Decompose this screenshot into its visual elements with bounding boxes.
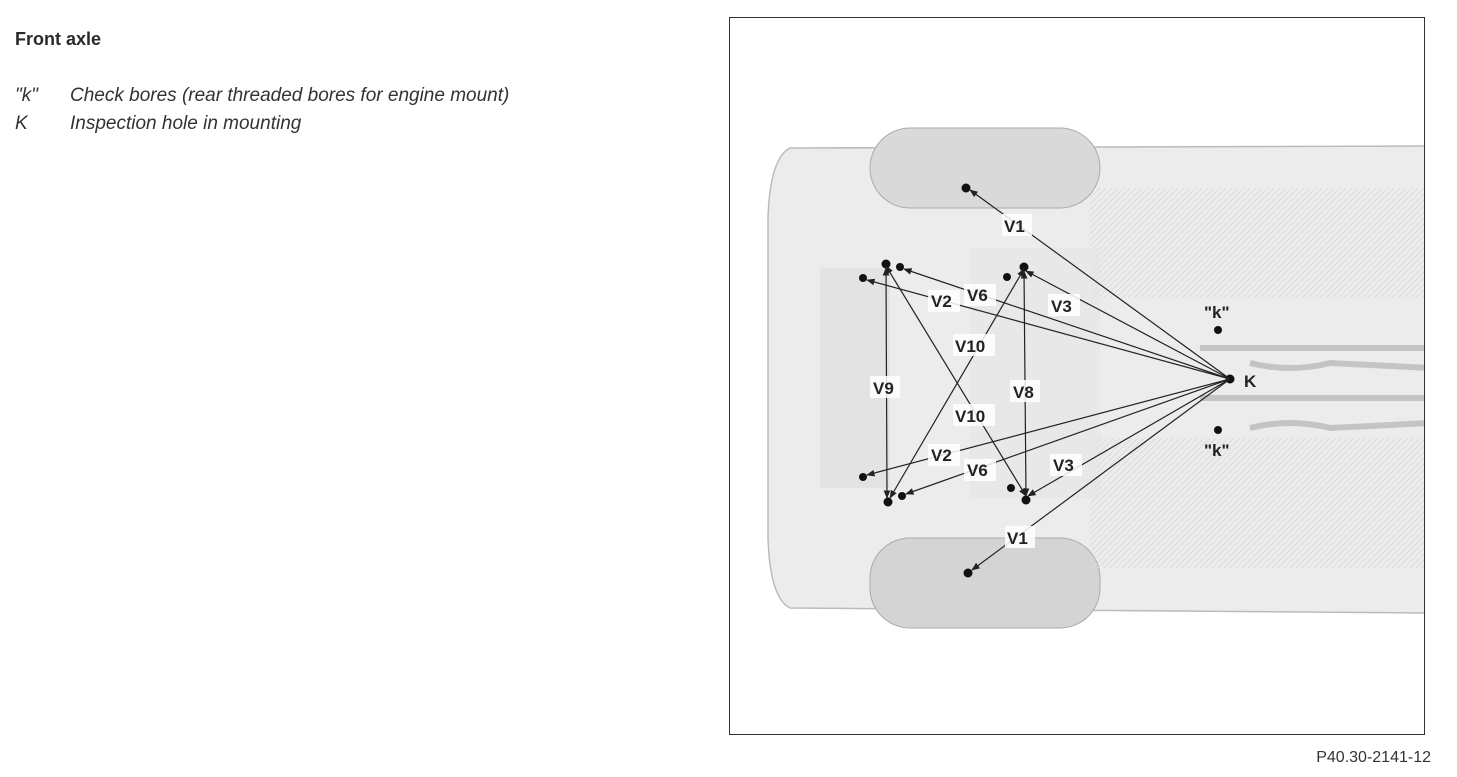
legend-text: Check bores (rear threaded bores for eng… [70, 85, 510, 106]
legend-text: Inspection hole in mounting [70, 113, 302, 134]
label-v3-top: V3 [1051, 297, 1072, 316]
label-v3-bottom: V3 [1053, 456, 1074, 475]
label-v1-bottom: V1 [1007, 529, 1028, 548]
figure-reference: P40.30-2141-12 [1316, 749, 1431, 766]
label-v1-top: V1 [1004, 217, 1025, 236]
label-inspection-hole: K [1244, 372, 1257, 391]
legend: "k" Check bores (rear threaded bores for… [15, 82, 509, 138]
vehicle-underbody [767, 127, 1424, 629]
label-v2-bottom: V2 [931, 446, 952, 465]
legend-item-K: K Inspection hole in mounting [15, 110, 509, 138]
legend-item-k: "k" Check bores (rear threaded bores for… [15, 82, 509, 110]
section-heading: Front axle [15, 29, 102, 49]
label-v2-top: V2 [931, 292, 952, 311]
diagram-frame: V1 V2 V6 V3 V10 V9 V8 V10 V2 V6 V3 V1 K … [729, 17, 1425, 735]
label-v6-bottom: V6 [967, 461, 988, 480]
label-v6-top: V6 [967, 286, 988, 305]
axle-measurement-diagram: V1 V2 V6 V3 V10 V9 V8 V10 V2 V6 V3 V1 K … [767, 127, 1424, 629]
legend-key: K [15, 113, 28, 134]
label-v9: V9 [873, 379, 894, 398]
label-check-bore-top: "k" [1204, 303, 1230, 322]
label-v10-bottom: V10 [955, 407, 985, 426]
legend-key: "k" [15, 85, 38, 106]
diagram-labels: V1 V2 V6 V3 V10 V9 V8 V10 V2 V6 V3 V1 K … [870, 214, 1257, 548]
label-check-bore-bottom: "k" [1204, 441, 1230, 460]
label-v8: V8 [1013, 383, 1034, 402]
label-v10-top: V10 [955, 337, 985, 356]
